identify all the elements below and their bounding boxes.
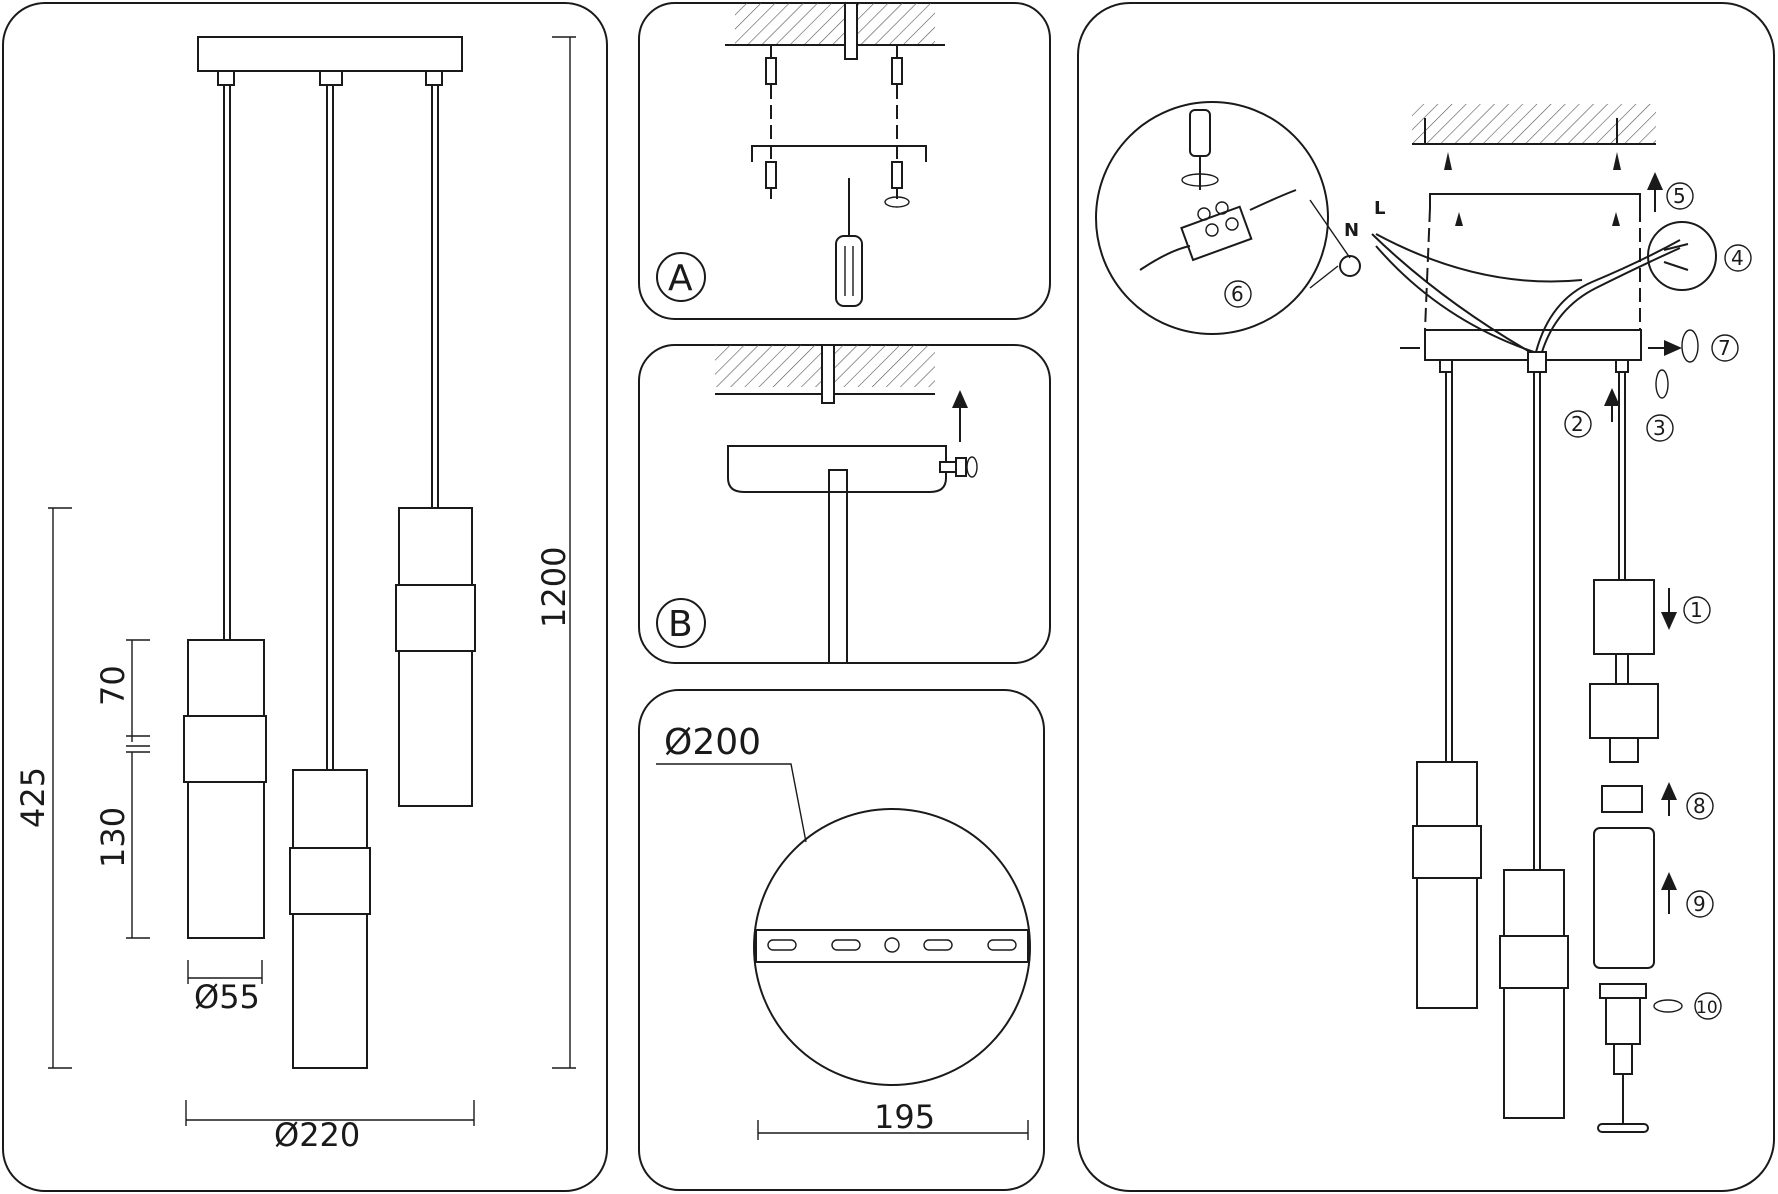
step-10: 10: [1696, 998, 1718, 1018]
wire-n-label: N: [1344, 220, 1359, 241]
dimensions-panel: 1200 425 70 130 Ø55 Ø220: [2, 2, 608, 1192]
dim-diameter-220: Ø220: [274, 1116, 360, 1154]
panel-b-label: B: [668, 604, 693, 645]
wire-l-label: L: [1374, 198, 1385, 219]
glass-shade: [1593, 827, 1655, 969]
dim-70: 70: [94, 665, 132, 706]
panel-a-label: A: [668, 258, 693, 299]
step-2: 2: [1571, 412, 1584, 436]
step-9: 9: [1693, 892, 1706, 916]
step-7: 7: [1718, 336, 1731, 360]
dim-130: 130: [94, 807, 132, 868]
earth-icon: [1339, 255, 1361, 277]
lamp-holder: [1589, 683, 1659, 739]
panel-a: A: [638, 2, 1051, 320]
panel-c-bracket: Ø200 195: [638, 689, 1045, 1191]
screwdriver-icon: [835, 178, 863, 307]
pendant-right: [395, 507, 476, 807]
step-6: 6: [1231, 282, 1244, 306]
lamp: [1601, 785, 1643, 813]
dim-diameter-200: Ø200: [664, 722, 761, 763]
dim-diameter-55: Ø55: [194, 978, 260, 1016]
dim-425: 425: [14, 767, 52, 828]
panel-a-badge: [656, 252, 706, 302]
panel-b: B: [638, 344, 1051, 664]
terminal-block-detail: [1095, 101, 1329, 335]
step-badges: 1 2 3 4 5 6 7 8 9 10: [1224, 182, 1752, 1020]
step-5: 5: [1673, 184, 1686, 208]
shade-band: [1593, 579, 1655, 655]
step-4: 4: [1731, 246, 1744, 270]
wire-connection-detail: [1647, 221, 1717, 291]
step-1: 1: [1690, 598, 1703, 622]
step-8: 8: [1693, 794, 1706, 818]
dim-1200: 1200: [535, 547, 573, 628]
panel-b-badge: [656, 598, 706, 648]
step-3: 3: [1653, 416, 1666, 440]
canopy: [197, 36, 463, 72]
dim-195: 195: [874, 1098, 935, 1136]
pendant-left: [183, 639, 267, 939]
assembly-panel: N L: [1077, 2, 1775, 1192]
pendant-middle: [289, 769, 371, 1069]
